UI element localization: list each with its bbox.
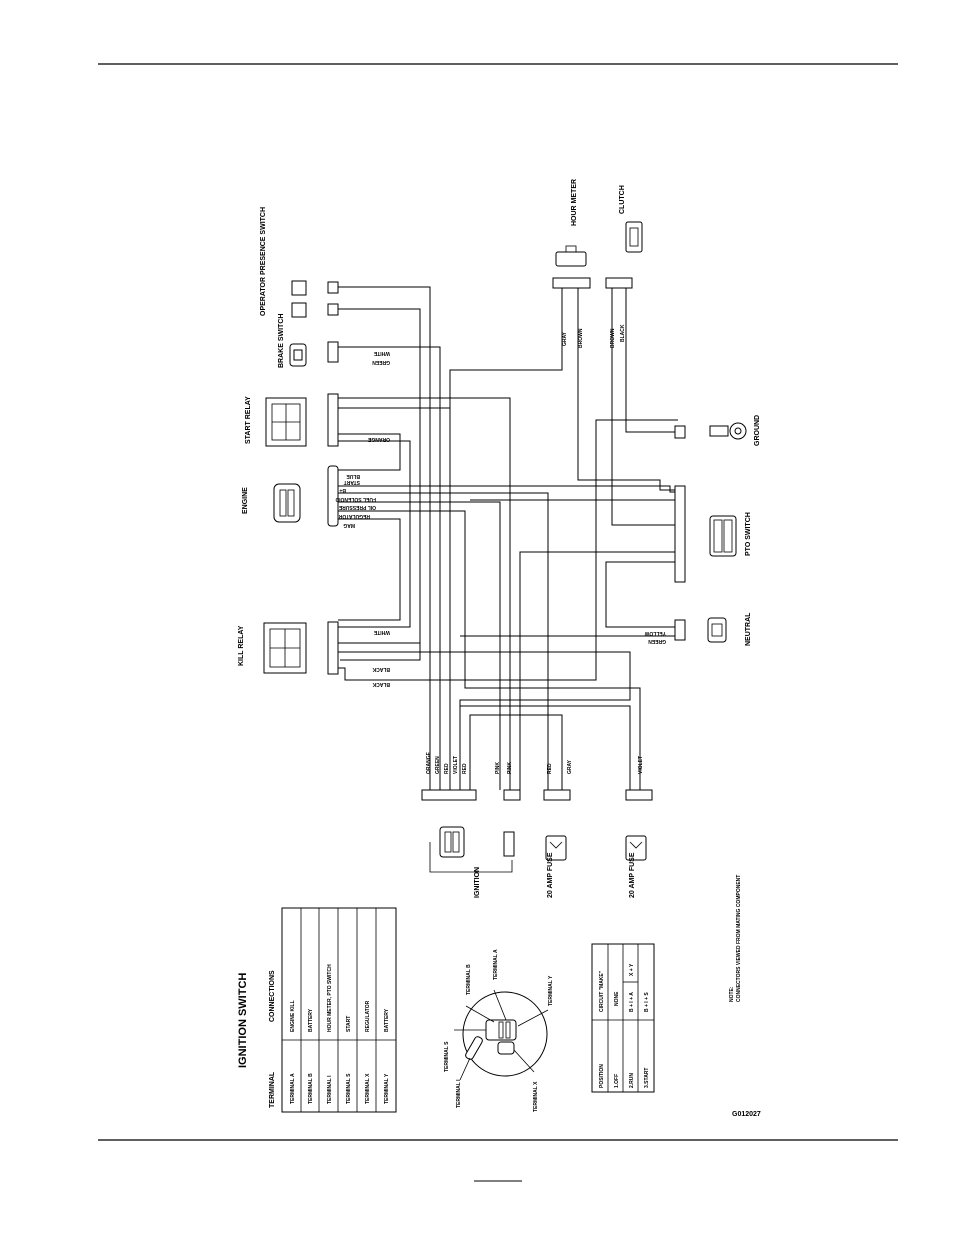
wire-gray-fuse: GRAY (567, 759, 573, 774)
position-table: POSITION CIRCUIT "MAKE" 1.OFF NONE 2.RUN… (591, 943, 655, 1093)
row5-terminal: TERMINAL X (365, 1073, 371, 1104)
label-pto-switch: PTO SWITCH (745, 512, 752, 556)
label-neutral: NEUTRAL (745, 612, 752, 646)
wire-red-ignition-1: RED (444, 763, 450, 774)
make-run-a: B + I + A (629, 992, 635, 1012)
wire-green-brake: GREEN (372, 359, 390, 365)
start-relay-symbol (265, 397, 307, 447)
position-start: 3.START (644, 1068, 650, 1088)
row2-terminal: TERMINAL B (308, 1073, 314, 1104)
position-run: 2.RUN (629, 1073, 635, 1088)
wire-orange-ignition: ORANGE (426, 751, 432, 774)
ignition-connector-symbol (429, 826, 515, 873)
connectors (327, 277, 686, 801)
note-title: NOTE: (729, 986, 735, 1002)
table-header-terminal: TERMINAL (269, 1071, 276, 1108)
row6-terminal: TERMINAL Y (384, 1073, 390, 1104)
wire-black-kill-2: BLACK (372, 681, 390, 687)
wire-white-kill: WHITE (373, 629, 390, 635)
terminal-s-label: TERMINAL S (444, 1041, 450, 1072)
neutral-switch-symbol (707, 617, 727, 643)
ignition-switch-table: IGNITION SWITCH TERMINAL CONNECTIONS TER… (237, 907, 397, 1113)
make-off: NONE (614, 991, 620, 1006)
terminal-i-label: TERMINAL I (456, 1079, 462, 1108)
label-fuse-left: 20 AMP FUSE (547, 852, 554, 898)
row4-connection: START (346, 1016, 352, 1032)
terminal-b-label: TERMINAL B (466, 964, 472, 995)
label-ignition: IGNITION (474, 867, 481, 898)
wire-labels: WHITE GREEN ORANGE BLUE START B+ FUEL SO… (335, 350, 666, 687)
wire-b-plus: B+ (339, 487, 346, 493)
note-text: CONNECTORS VIEWED FROM MATING COMPONENT (736, 875, 742, 1002)
row3-connection: HOUR METER, PTO SWITCH (327, 964, 333, 1032)
row1-connection: ENGINE KILL (290, 1000, 296, 1032)
wire-fuel-solenoid: FUEL SOLENOID (335, 496, 376, 502)
terminal-y-label: TERMINAL Y (548, 975, 554, 1006)
label-engine: ENGINE (242, 487, 249, 514)
wire-black-clutch: BLACK (620, 324, 626, 342)
row1-terminal: TERMINAL A (290, 1073, 296, 1104)
ignition-switch-face: TERMINAL B TERMINAL A TERMINAL Y TERMINA… (444, 949, 554, 1112)
wire-orange-start: ORANGE (367, 436, 390, 442)
ignition-switch-title: IGNITION SWITCH (237, 973, 249, 1068)
wire-brown-hour-meter: BROWN (578, 328, 584, 348)
terminal-x-label: TERMINAL X (533, 1081, 539, 1112)
wire-labels-vertical: GRAY BROWN BROWN BLACK ORANGE GREEN RED … (426, 324, 644, 774)
label-brake-switch: BRAKE SWITCH (278, 314, 285, 368)
wire-violet-ignition: VIOLET (453, 756, 459, 774)
wire-green-ignition: GREEN (435, 756, 441, 774)
drawing-number: G012027 (732, 1111, 761, 1118)
position-header: POSITION (599, 1064, 605, 1088)
row2-connection: BATTERY (308, 1008, 314, 1032)
row3-terminal: TERMINAL I (327, 1075, 333, 1104)
wire-pink-2: PINK (507, 762, 513, 774)
wire-oil-pressure: OIL PRESSURE (338, 504, 376, 510)
row6-connection: BATTERY (384, 1008, 390, 1032)
position-off: 1.OFF (614, 1074, 620, 1088)
wire-blue-start: BLUE (346, 473, 360, 479)
wire-black-kill-1: BLACK (372, 666, 390, 672)
ground-lug-symbol (709, 422, 747, 440)
terminal-a-label: TERMINAL A (493, 949, 499, 980)
wire-start: START (344, 479, 360, 485)
brake-switch-symbol (289, 343, 307, 367)
fuse-left-symbol (545, 835, 567, 861)
wire-green-neutral: GREEN (648, 638, 666, 644)
note-block: NOTE: CONNECTORS VIEWED FROM MATING COMP… (729, 875, 761, 1118)
label-fuse-right: 20 AMP FUSE (629, 852, 636, 898)
wire-gray-hour-meter: GRAY (562, 331, 568, 346)
make-run-b: X + Y (629, 963, 635, 976)
label-kill-relay: KILL RELAY (238, 625, 245, 666)
wire-red-ignition-2: RED (462, 763, 468, 774)
wire-pink-1: PINK (495, 762, 501, 774)
label-hour-meter: HOUR METER (571, 179, 578, 226)
row5-connection: REGULATOR (365, 1000, 371, 1032)
clutch-symbol (625, 221, 643, 253)
wire-mag: MAG (343, 522, 355, 528)
component-labels: OPERATOR PRESENCE SWITCH BRAKE SWITCH ST… (238, 179, 761, 898)
wire-violet-fuse: VIOLET (638, 756, 644, 774)
label-start-relay: START RELAY (245, 396, 252, 444)
operator-presence-switch-symbol (291, 280, 307, 318)
label-operator-presence-switch: OPERATOR PRESENCE SWITCH (260, 207, 267, 316)
fuse-right-symbol (625, 835, 647, 861)
wire-regulator: REGULATOR (338, 513, 370, 519)
wire-white-brake: WHITE (373, 350, 390, 356)
make-start: B + I + S (644, 992, 650, 1012)
kill-relay-symbol (263, 622, 307, 674)
pto-switch-symbol (709, 515, 737, 557)
label-clutch: CLUTCH (619, 185, 626, 214)
engine-connector-symbol (273, 483, 301, 523)
label-ground: GROUND (754, 415, 761, 446)
wires (338, 286, 678, 790)
hour-meter-symbol (555, 245, 587, 267)
wire-red-fuse: RED (547, 763, 553, 774)
wire-brown-clutch: BROWN (610, 328, 616, 348)
circuit-make-header: CIRCUIT "MAKE" (599, 970, 605, 1012)
table-header-connections: CONNECTIONS (269, 970, 276, 1022)
row4-terminal: TERMINAL S (346, 1073, 352, 1104)
wire-yellow-neutral: YELLOW (644, 630, 666, 636)
